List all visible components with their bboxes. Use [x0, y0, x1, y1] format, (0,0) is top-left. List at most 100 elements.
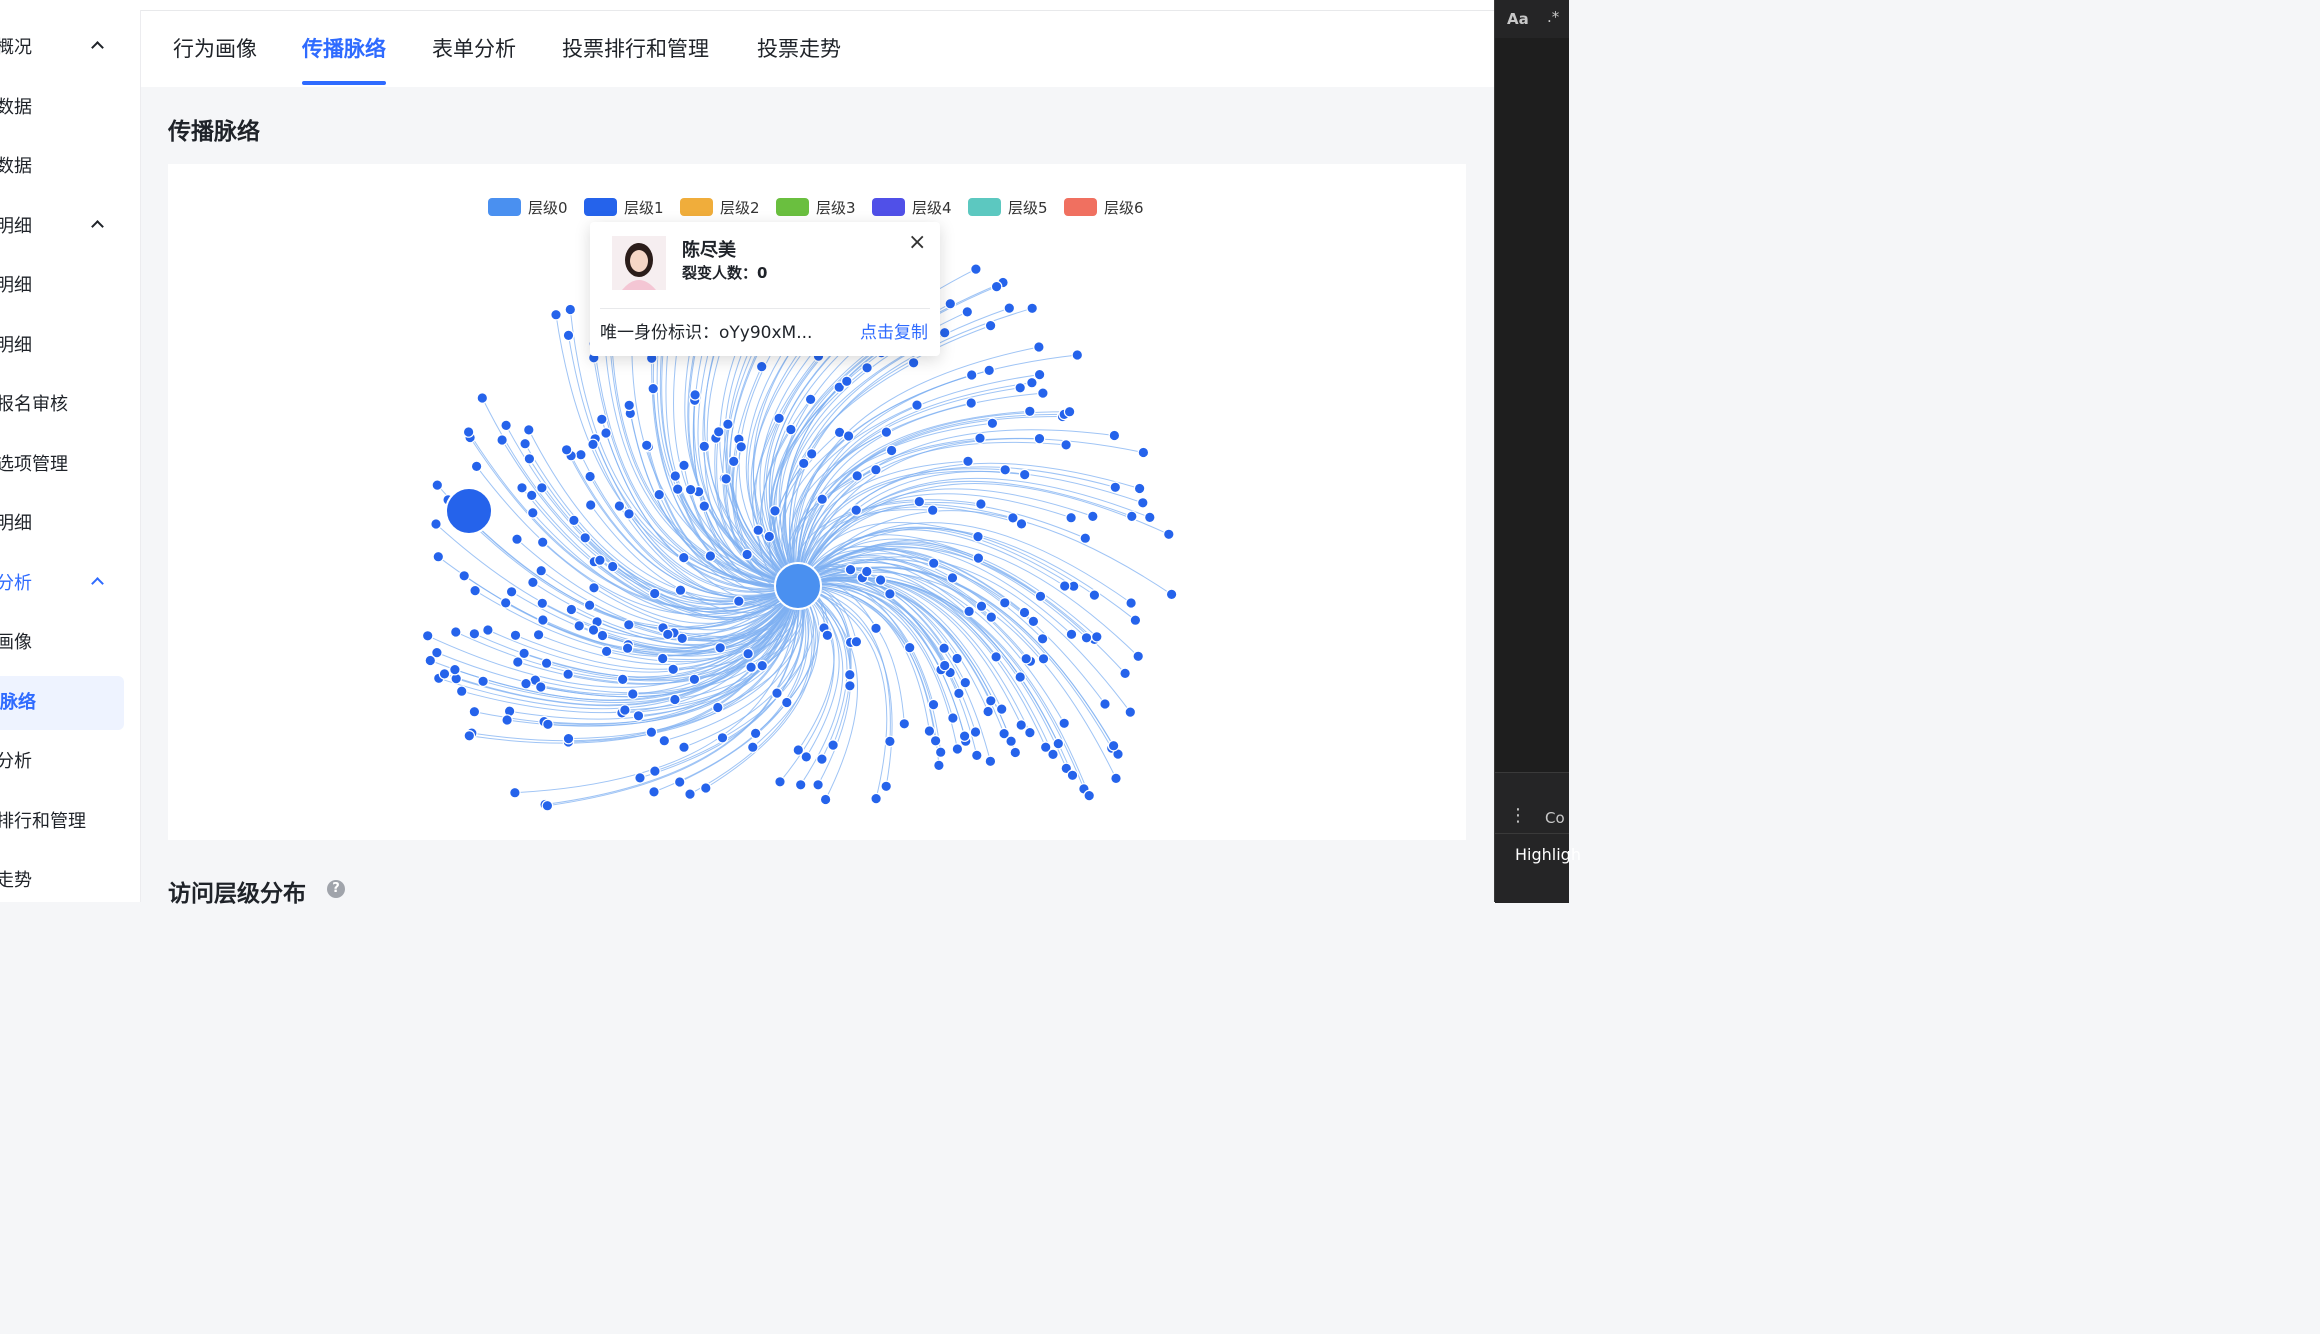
- legend-item[interactable]: 层级6: [1064, 197, 1144, 219]
- graph-node[interactable]: [519, 437, 531, 450]
- graph-node[interactable]: [794, 778, 807, 791]
- graph-node[interactable]: [804, 393, 817, 406]
- graph-node[interactable]: [600, 645, 613, 658]
- graph-node[interactable]: [653, 488, 665, 501]
- graph-node[interactable]: [621, 642, 634, 654]
- graph-node[interactable]: [1099, 698, 1111, 710]
- graph-node[interactable]: [1039, 741, 1052, 753]
- graph-node[interactable]: [634, 772, 646, 784]
- graph-node[interactable]: [562, 329, 575, 342]
- graph-node[interactable]: [511, 533, 523, 545]
- graph-node[interactable]: [792, 744, 805, 756]
- graph-node[interactable]: [649, 765, 661, 777]
- graph-node[interactable]: [482, 624, 494, 636]
- graph-root-node[interactable]: [774, 562, 822, 610]
- graph-node[interactable]: [1109, 481, 1122, 494]
- graph-node[interactable]: [640, 439, 653, 452]
- graph-node[interactable]: [938, 659, 951, 672]
- graph-node[interactable]: [851, 470, 863, 482]
- graph-node[interactable]: [1036, 632, 1049, 645]
- graph-node[interactable]: [884, 735, 896, 748]
- graph-node[interactable]: [1125, 597, 1137, 609]
- graph-node[interactable]: [1090, 630, 1103, 643]
- graph-node[interactable]: [720, 473, 732, 485]
- graph-node[interactable]: [746, 741, 759, 753]
- graph-node[interactable]: [984, 755, 997, 768]
- graph-node[interactable]: [1058, 717, 1070, 730]
- graph-node[interactable]: [455, 685, 468, 697]
- graph-node[interactable]: [752, 524, 764, 536]
- graph-node[interactable]: [623, 399, 635, 412]
- graph-node[interactable]: [606, 560, 619, 573]
- graph-node[interactable]: [1026, 302, 1038, 315]
- graph-node[interactable]: [880, 426, 893, 438]
- graph-node[interactable]: [676, 632, 688, 645]
- graph-node[interactable]: [449, 663, 461, 676]
- sidebar-item[interactable]: 分析: [0, 557, 120, 611]
- graph-node[interactable]: [1033, 368, 1046, 381]
- graph-node[interactable]: [616, 673, 629, 686]
- graph-node[interactable]: [903, 641, 916, 654]
- graph-node[interactable]: [525, 489, 538, 502]
- graph-node[interactable]: [1136, 496, 1149, 509]
- graph-node[interactable]: [995, 703, 1008, 715]
- graph-node[interactable]: [821, 629, 834, 642]
- graph-node[interactable]: [934, 746, 947, 758]
- graph-node[interactable]: [527, 576, 539, 589]
- graph-node[interactable]: [1018, 468, 1031, 481]
- graph-node[interactable]: [756, 659, 768, 672]
- graph-node[interactable]: [468, 705, 481, 718]
- graph-node[interactable]: [898, 717, 911, 730]
- graph-node[interactable]: [785, 423, 797, 436]
- graph-node[interactable]: [527, 507, 539, 519]
- sidebar-item[interactable]: 排行和管理: [0, 795, 120, 849]
- graph-node[interactable]: [704, 550, 717, 562]
- tab[interactable]: 传播脉络: [302, 33, 386, 85]
- close-icon[interactable]: ×: [908, 230, 927, 255]
- graph-node[interactable]: [535, 564, 547, 577]
- graph-node[interactable]: [763, 530, 776, 543]
- graph-node[interactable]: [568, 514, 580, 527]
- graph-node[interactable]: [983, 364, 995, 377]
- graph-node[interactable]: [975, 498, 987, 510]
- graph-node[interactable]: [431, 479, 444, 491]
- graph-node[interactable]: [432, 550, 445, 563]
- sidebar-item[interactable]: 报名审核: [0, 378, 120, 432]
- graph-node[interactable]: [542, 718, 554, 731]
- graph-node[interactable]: [923, 725, 936, 737]
- graph-node[interactable]: [458, 569, 470, 582]
- sidebar-item[interactable]: 走势: [0, 854, 120, 908]
- graph-node[interactable]: [969, 726, 982, 738]
- graph-node[interactable]: [1037, 652, 1050, 665]
- graph-node[interactable]: [1079, 532, 1092, 544]
- graph-node[interactable]: [564, 303, 577, 316]
- graph-node[interactable]: [861, 362, 873, 374]
- graph-node[interactable]: [449, 626, 462, 638]
- graph-node[interactable]: [1129, 614, 1142, 626]
- graph-node[interactable]: [1018, 606, 1031, 619]
- graph-node[interactable]: [594, 554, 606, 566]
- graph-node[interactable]: [1058, 580, 1071, 592]
- graph-node[interactable]: [1119, 667, 1131, 680]
- sidebar-item[interactable]: 明细: [0, 497, 120, 551]
- graph-node[interactable]: [716, 731, 729, 744]
- graph-node[interactable]: [532, 628, 545, 641]
- graph-node[interactable]: [1088, 589, 1101, 601]
- graph-node[interactable]: [1137, 446, 1150, 459]
- graph-node[interactable]: [536, 481, 548, 494]
- graph-node[interactable]: [929, 734, 942, 747]
- graph-node[interactable]: [699, 782, 712, 794]
- chevron-up-icon[interactable]: [91, 220, 104, 233]
- legend-item[interactable]: 层级2: [680, 197, 760, 219]
- graph-node[interactable]: [944, 297, 957, 310]
- graph-node[interactable]: [469, 584, 481, 597]
- graph-node[interactable]: [1047, 748, 1059, 761]
- graph-node[interactable]: [819, 793, 832, 806]
- graph-node[interactable]: [722, 418, 734, 430]
- graph-node[interactable]: [1132, 650, 1144, 663]
- graph-node[interactable]: [669, 693, 681, 706]
- graph-node[interactable]: [698, 500, 711, 512]
- graph-node[interactable]: [619, 704, 631, 716]
- graph-node[interactable]: [984, 319, 997, 332]
- graph-node[interactable]: [959, 676, 972, 689]
